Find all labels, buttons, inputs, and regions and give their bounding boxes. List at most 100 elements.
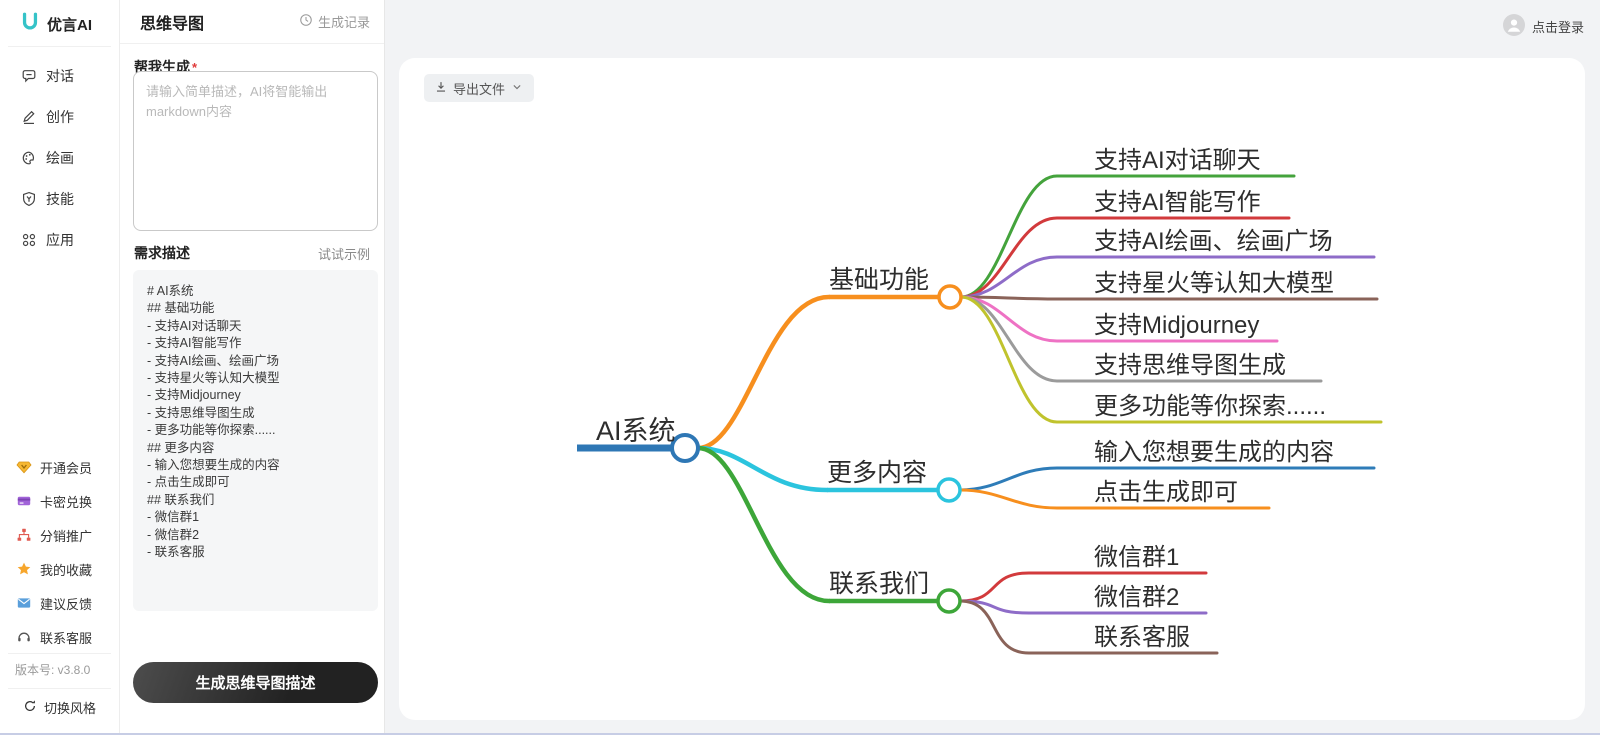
markdown-line: - 更多功能等你探索...... (147, 423, 276, 438)
leaf-connector (959, 295, 1379, 301)
nav-item-label: 创作 (46, 108, 74, 125)
sidebar-divider (8, 653, 111, 654)
mindmap-root-node[interactable] (670, 433, 700, 463)
markdown-line: - 支持Midjourney (147, 388, 241, 403)
panel-header: 思维导图 生成记录 (120, 0, 384, 44)
mindmap-leaf-label[interactable]: 更多功能等你探索...... (1094, 393, 1326, 420)
sidebar-item-apps[interactable]: 应用 (0, 219, 119, 260)
brand-name: 优言AI (47, 17, 93, 34)
branch-curve (695, 445, 830, 493)
markdown-line: ## 基础功能 (147, 301, 215, 316)
mail-icon (16, 595, 32, 611)
required-mark: * (192, 60, 198, 75)
sidebar-item-paint[interactable]: 绘画 (0, 137, 119, 178)
markdown-line: - 微信群2 (147, 527, 200, 542)
sidebar-item-skill[interactable]: 技能 (0, 178, 119, 219)
mindmap-branch-node[interactable] (936, 477, 962, 503)
sidebar-item-promote[interactable]: 分销推广 (0, 518, 119, 552)
download-icon (434, 80, 448, 97)
window-bottom-edge (0, 733, 1600, 735)
chat-icon (21, 68, 37, 84)
mindmap-panel: 思维导图 生成记录 帮我生成* 需求描述 试试示例 # AI系统## 基础功能-… (120, 0, 385, 735)
login-button[interactable]: 点击登录 (1502, 14, 1584, 39)
mindmap-leaf-label[interactable]: 支持Midjourney (1094, 312, 1259, 339)
card-icon (16, 493, 32, 509)
leaf-connector (958, 466, 1376, 492)
markdown-line: # AI系统 (147, 284, 194, 298)
mindmap-leaf-label[interactable]: 支持AI智能写作 (1094, 189, 1261, 216)
mindmap-branch-node[interactable] (937, 284, 963, 310)
markdown-line: - 支持AI智能写作 (147, 336, 242, 351)
mindmap-leaf-label[interactable]: 支持AI对话聊天 (1094, 147, 1261, 174)
sidebar-footer-nav: 开通会员卡密兑换分销推广我的收藏建议反馈联系客服 (0, 450, 119, 654)
markdown-line: ## 联系我们 (147, 492, 215, 507)
sidebar-nav: 对话创作绘画技能应用 (0, 55, 119, 260)
refresh-icon (23, 699, 37, 716)
export-file-label: 导出文件 (453, 81, 506, 97)
markdown-line: - 微信群1 (147, 510, 200, 525)
chevron-down-icon (510, 80, 524, 97)
headset-icon (16, 629, 32, 645)
mindmap-branch-label[interactable]: 更多内容 (827, 459, 927, 487)
nav-item-label: 应用 (46, 231, 74, 248)
mindmap-branch-node[interactable] (936, 588, 962, 614)
generate-mindmap-button[interactable]: 生成思维导图描述 (133, 662, 378, 703)
skill-icon (21, 191, 37, 207)
markdown-line: - 支持思维导图生成 (147, 405, 255, 420)
sidebar-item-chat[interactable]: 对话 (0, 55, 119, 96)
branch-curve (695, 294, 832, 451)
generation-history-label: 生成记录 (317, 15, 370, 30)
avatar-icon (1502, 14, 1525, 39)
main-area: 点击登录 导出文件 支持AI对话聊天支持AI智能写作支持AI绘画、绘画广场支持星… (385, 0, 1600, 735)
palette-icon (21, 150, 37, 166)
markdown-line: - 输入您想要生成的内容 (147, 458, 280, 473)
login-label: 点击登录 (1531, 20, 1584, 35)
markdown-line: ## 更多内容 (147, 440, 215, 455)
sidebar-divider (8, 688, 111, 689)
sidebar-divider (8, 46, 111, 47)
mindmap-canvas[interactable]: 导出文件 支持AI对话聊天支持AI智能写作支持AI绘画、绘画广场支持星火等认知大… (399, 58, 1585, 720)
markdown-line: - 支持星火等认知大模型 (147, 371, 280, 386)
sidebar: 优言AI 对话创作绘画技能应用 开通会员卡密兑换分销推广我的收藏建议反馈联系客服… (0, 0, 120, 735)
mindmap-leaf-label[interactable]: 输入您想要生成的内容 (1094, 439, 1334, 466)
sidebar-item-feedback[interactable]: 建议反馈 (0, 586, 119, 620)
requirement-label: 需求描述 (134, 245, 190, 261)
mindmap-leaf-label[interactable]: 点击生成即可 (1094, 479, 1238, 506)
requirement-row: 需求描述 试试示例 (134, 243, 370, 263)
nav-item-label: 我的收藏 (40, 562, 93, 578)
nav-item-label: 分销推广 (40, 528, 93, 544)
markdown-box[interactable]: # AI系统## 基础功能- 支持AI对话聊天- 支持AI智能写作- 支持AI绘… (133, 270, 378, 611)
leaf-connector (959, 255, 1376, 299)
markdown-line: - 联系客服 (147, 545, 205, 560)
mindmap-branch-label[interactable]: 基础功能 (829, 266, 929, 294)
mindmap-leaf-label[interactable]: 支持星火等认知大模型 (1094, 270, 1334, 297)
nav-item-label: 技能 (46, 190, 74, 207)
brand[interactable]: 优言AI (0, 0, 119, 36)
sidebar-item-favorite[interactable]: 我的收藏 (0, 552, 119, 586)
leaf-connector (958, 488, 1271, 510)
leaf-connector (958, 599, 1219, 655)
generation-history-button[interactable]: 生成记录 (299, 12, 370, 31)
export-file-button[interactable]: 导出文件 (424, 74, 535, 102)
mindmap-leaf-label[interactable]: 联系客服 (1094, 624, 1190, 651)
sidebar-item-create[interactable]: 创作 (0, 96, 119, 137)
mindmap-leaf-label[interactable]: 支持AI绘画、绘画广场 (1094, 228, 1333, 255)
try-example-link[interactable]: 试试示例 (317, 246, 370, 262)
brand-logo-icon (20, 12, 40, 37)
markdown-line: - 点击生成即可 (147, 475, 230, 490)
mindmap-svg[interactable]: 支持AI对话聊天支持AI智能写作支持AI绘画、绘画广场支持星火等认知大模型支持M… (399, 58, 1585, 720)
mindmap-root-label[interactable]: AI系统 (596, 416, 676, 446)
mindmap-leaf-label[interactable]: 支持思维导图生成 (1094, 352, 1286, 379)
mindmap-leaf-label[interactable]: 微信群1 (1094, 544, 1179, 571)
nav-item-label: 联系客服 (40, 630, 93, 646)
leaf-connector (959, 174, 1296, 299)
mindmap-branch-label[interactable]: 联系我们 (829, 570, 929, 598)
branch-curve (695, 445, 832, 604)
switch-style-button[interactable]: 切换风格 (0, 694, 119, 720)
mindmap-leaf-label[interactable]: 微信群2 (1094, 584, 1179, 611)
leaf-connector (959, 216, 1291, 299)
sidebar-item-redeem[interactable]: 卡密兑换 (0, 484, 119, 518)
sidebar-item-vip[interactable]: 开通会员 (0, 450, 119, 484)
sidebar-item-support[interactable]: 联系客服 (0, 620, 119, 654)
description-input[interactable] (133, 71, 378, 231)
